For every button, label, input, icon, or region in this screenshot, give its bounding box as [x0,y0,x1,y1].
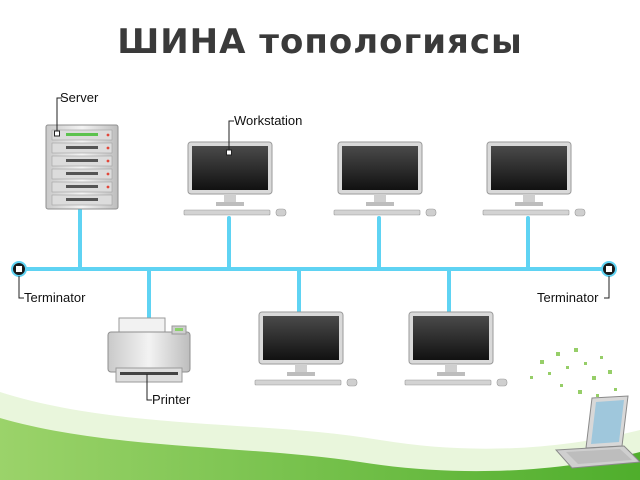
workstation-1 [183,141,287,217]
printer-icon [107,317,191,401]
workstation-5 [404,311,508,387]
terminator-right-label: Terminator [537,290,599,305]
terminator-right-icon [601,261,617,299]
terminator-left-label: Terminator [24,290,86,305]
workstation-2 [333,141,437,217]
printer-label: Printer [152,392,191,407]
workstation-callout [226,120,234,156]
server-icon [45,97,119,210]
server-label: Server [60,90,99,105]
laptop-decoration [530,348,640,469]
bus-cable [22,208,609,322]
terminator-left-icon [11,261,27,299]
workstation-3 [482,141,586,217]
workstation-4 [254,311,358,387]
workstation-label: Workstation [234,113,303,128]
page-title: ШИНА топологиясы [117,22,523,62]
wave-decoration [0,392,640,480]
